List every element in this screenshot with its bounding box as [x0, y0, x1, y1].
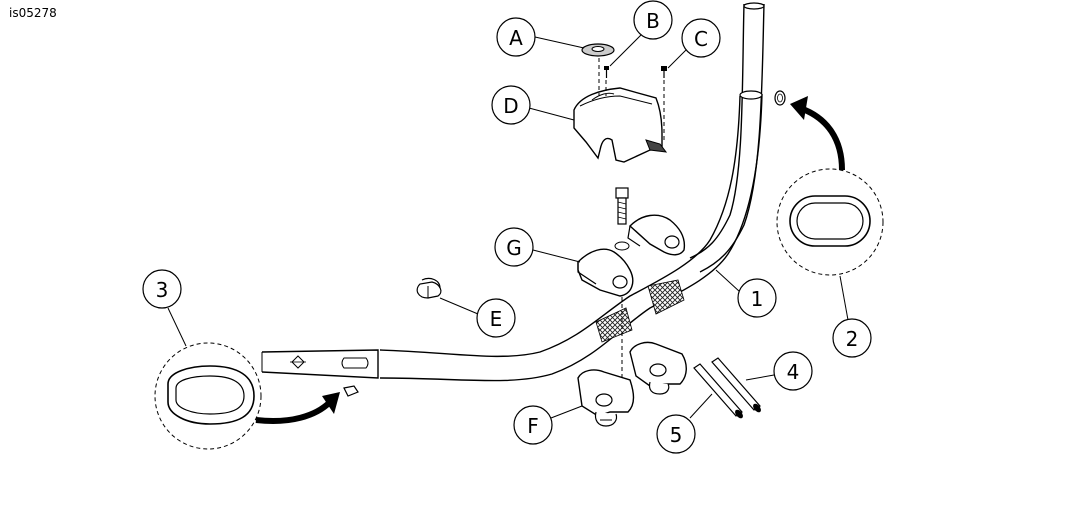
callout-1-label: 1 [751, 287, 764, 311]
callout-5-label: 5 [670, 423, 683, 447]
arrow-to-grommet-2 [790, 96, 845, 171]
grommet-2-small [774, 90, 786, 106]
callout-a: A [496, 17, 536, 57]
callout-c-label: C [694, 27, 708, 51]
riser-right [629, 341, 687, 395]
riser-left [577, 369, 635, 427]
leader-lines [167, 33, 849, 419]
grommet-3-small [343, 385, 359, 397]
callout-d: D [491, 85, 531, 125]
callout-2: 2 [832, 318, 872, 358]
callout-d-label: D [503, 94, 518, 118]
callout-4-label: 4 [787, 360, 800, 384]
screw-b [604, 66, 609, 78]
callout-4: 4 [773, 351, 813, 391]
arrow-to-grommet-3 [255, 392, 340, 425]
callout-3-label: 3 [156, 278, 169, 302]
clamp-bolt [614, 187, 630, 251]
washer-a [581, 43, 615, 57]
callout-5: 5 [656, 414, 696, 454]
detail-circle-2 [776, 168, 884, 276]
figure-id: is05278 [9, 6, 57, 20]
cover-d [573, 87, 668, 163]
detail-circle-3 [154, 342, 262, 450]
callout-3: 3 [142, 269, 182, 309]
callout-b: B [633, 0, 673, 40]
callout-1: 1 [737, 278, 777, 318]
callout-c: C [681, 18, 721, 58]
spacer-5 [693, 363, 743, 419]
screw-c [661, 66, 667, 78]
handlebar [261, 2, 765, 382]
callout-2-label: 2 [846, 327, 859, 351]
callout-e: E [476, 298, 516, 338]
spacer-4 [711, 357, 761, 413]
clip-e [416, 277, 442, 299]
callout-e-label: E [490, 307, 503, 331]
callout-f: F [513, 405, 553, 445]
upper-clamp-g [577, 214, 686, 297]
callout-b-label: B [646, 9, 660, 33]
callout-f-label: F [527, 414, 539, 438]
callout-a-label: A [509, 26, 523, 50]
callout-g-label: G [506, 236, 522, 260]
callout-g: G [494, 227, 534, 267]
